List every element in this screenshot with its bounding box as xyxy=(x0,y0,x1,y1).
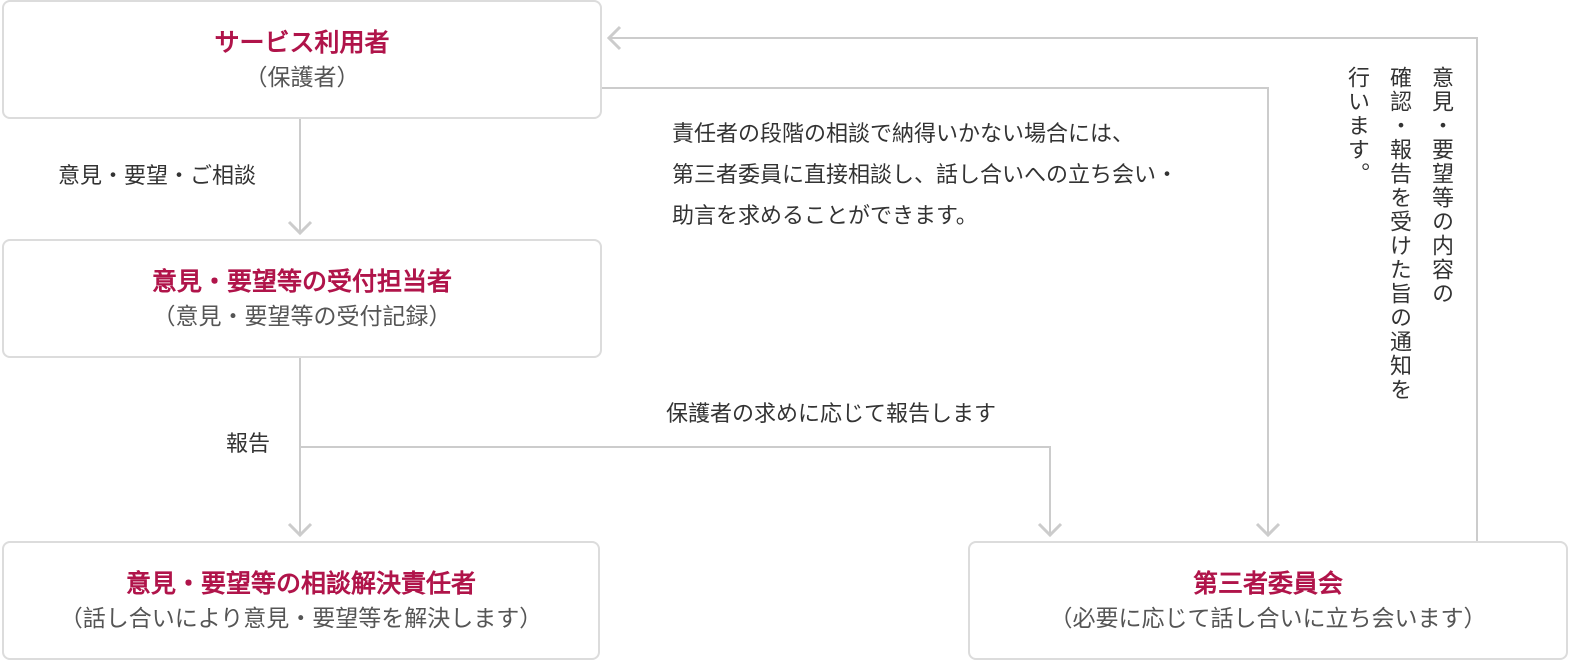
note-line: 責任者の段階の相談で納得いかない場合には、 xyxy=(672,122,1135,147)
note-line: 確認・報告を受けた旨の通知を xyxy=(1386,66,1411,402)
node-subtitle: （必要に応じて話し合いに立ち会います） xyxy=(1049,605,1487,632)
node-subtitle: （話し合いにより意見・要望等を解決します） xyxy=(59,605,543,632)
node-title: サービス利用者 xyxy=(214,27,390,57)
arrowhead-resolver xyxy=(287,522,313,538)
note-line: 第三者委員に直接相談し、話し合いへの立ち会い・ xyxy=(672,163,1179,188)
arrowhead-user xyxy=(606,25,622,51)
node-subtitle: （意見・要望等の受付記録） xyxy=(152,303,452,330)
edge-label-report: 報告 xyxy=(226,432,271,457)
edge-label-opinion: 意見・要望・ご相談 xyxy=(58,164,257,189)
node-reception-staff: 意見・要望等の受付担当者 （意見・要望等の受付記録） xyxy=(2,239,602,358)
arrowhead-committee-right xyxy=(1255,522,1281,538)
escalation-note: 責任者の段階の相談で納得いかない場合には、 第三者委員に直接相談し、話し合いへの… xyxy=(672,114,1178,237)
node-title: 意見・要望等の受付担当者 xyxy=(151,266,452,296)
note-line: 意見・要望等の内容の xyxy=(1428,66,1453,306)
connector-user-to-committee xyxy=(602,87,1269,535)
node-resolution-manager: 意見・要望等の相談解決責任者 （話し合いにより意見・要望等を解決します） xyxy=(2,541,600,660)
node-service-user: サービス利用者 （保護者） xyxy=(2,0,602,119)
node-subtitle: （保護者） xyxy=(244,64,360,91)
node-title: 意見・要望等の相談解決責任者 xyxy=(125,568,476,598)
node-title: 第三者委員会 xyxy=(1192,568,1343,598)
node-third-party-committee: 第三者委員会 （必要に応じて話し合いに立ち会います） xyxy=(968,541,1568,660)
arrowhead-reception xyxy=(287,220,313,236)
connector-committee-to-user xyxy=(609,37,1478,541)
note-line: 行います。 xyxy=(1344,66,1369,186)
notification-note: 意見・要望等の内容の 確認・報告を受けた旨の通知を 行います。 xyxy=(1335,66,1461,486)
note-line: 助言を求めることができます。 xyxy=(672,204,978,229)
arrowhead-committee-left xyxy=(1037,522,1063,538)
connector-report-to-committee xyxy=(300,446,1051,535)
edge-label-request-report: 保護者の求めに応じて報告します xyxy=(666,402,997,427)
